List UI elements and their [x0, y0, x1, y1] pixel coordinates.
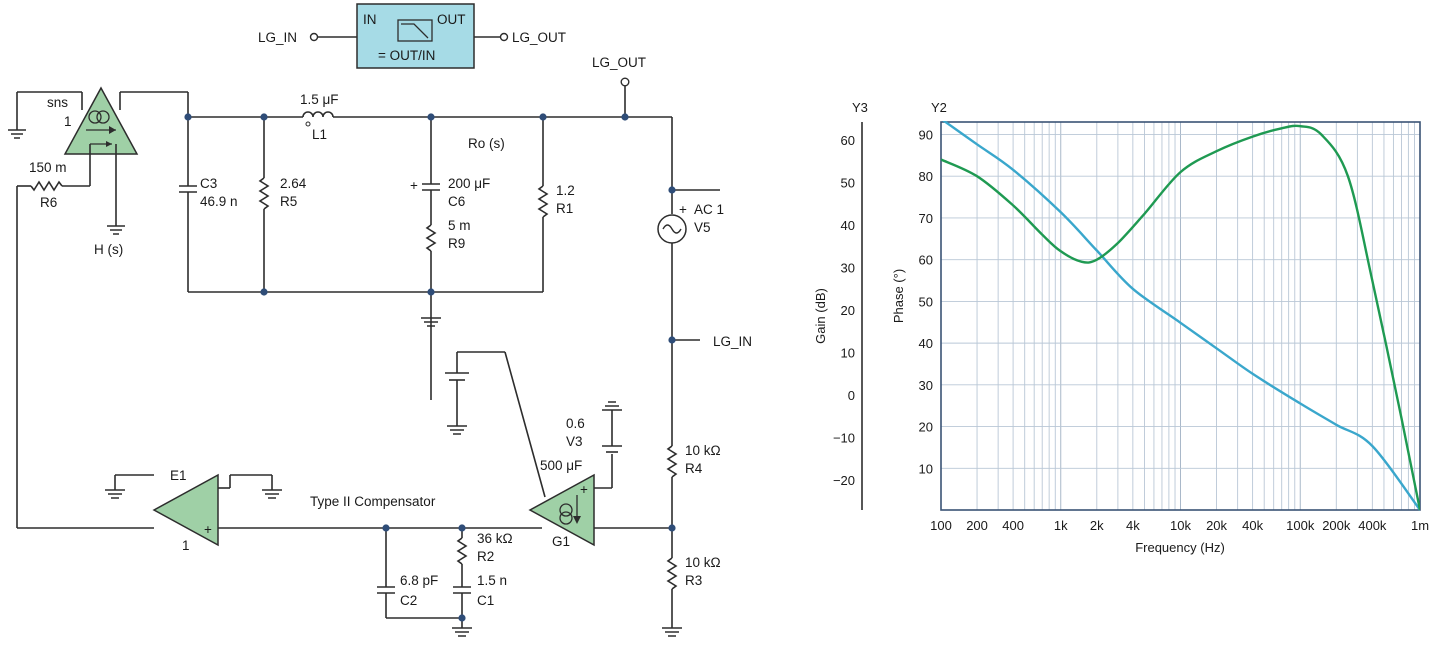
r2-value: 36 kΩ: [477, 531, 513, 546]
x-tick-label: 400k: [1358, 518, 1387, 533]
phase-tick-label: 80: [919, 169, 933, 184]
x-tick-label: 1m: [1411, 518, 1429, 533]
gain-tick-label: 0: [848, 388, 855, 403]
block-out-port: OUT: [437, 12, 466, 27]
r4-value: 10 kΩ: [685, 443, 721, 458]
r6-value: 150 m: [29, 160, 67, 175]
gain-tick-label: −20: [833, 473, 855, 488]
v3-value: 0.6: [566, 416, 585, 431]
gain-axis-label: Gain (dB): [813, 288, 828, 344]
c1-name: C1: [477, 593, 494, 608]
plot-grid: [941, 122, 1420, 510]
phase-tick-label: 10: [919, 461, 933, 476]
plot-series: [941, 121, 1420, 511]
x-tick-label: 1k: [1054, 518, 1068, 533]
e1-gain: 1: [182, 538, 190, 553]
r1-name: R1: [556, 201, 573, 216]
r4-name: R4: [685, 461, 703, 476]
gain-tick-label: 10: [841, 346, 855, 361]
g1-plus: +: [580, 482, 588, 497]
phase-tick-label: 90: [919, 128, 933, 143]
block-lg-out-label: LG_OUT: [512, 30, 566, 45]
r5-name: R5: [280, 194, 297, 209]
x-tick-label: 2k: [1090, 518, 1104, 533]
v5-name: V5: [694, 220, 711, 235]
r6-name: R6: [40, 195, 57, 210]
r9-name: R9: [448, 236, 465, 251]
lg-in-label: LG_IN: [713, 334, 752, 349]
g1-name: G1: [552, 534, 570, 549]
hs-label: H (s): [94, 242, 123, 257]
gain-tick-label: 40: [841, 218, 855, 233]
e1-plus: +: [204, 522, 212, 537]
transfer-function-block: IN OUT = OUT/IN LG_IN LG_OUT: [258, 3, 566, 69]
c3-value: 46.9 n: [200, 194, 238, 209]
plot-frame: [940, 121, 1421, 511]
phase-axis-label: Phase (°): [891, 269, 906, 323]
c3-name: C3: [200, 176, 217, 191]
c2-value: 6.8 pF: [400, 573, 438, 588]
block-formula: = OUT/IN: [378, 48, 435, 63]
phase-tick-label: 40: [919, 336, 933, 351]
gain-axis-id: Y3: [852, 100, 868, 115]
c6-name: C6: [448, 194, 465, 209]
phase-tick-label: 70: [919, 211, 933, 226]
r3-name: R3: [685, 573, 702, 588]
x-tick-label: 10k: [1170, 518, 1191, 533]
x-tick-label: 40k: [1242, 518, 1263, 533]
e1-name: E1: [170, 468, 187, 483]
v3-name: V3: [566, 434, 583, 449]
block-in-port: IN: [363, 12, 377, 27]
g1-value: 500 μF: [540, 458, 582, 473]
v5-plus: +: [679, 202, 687, 217]
phase-tick-label: 20: [919, 420, 933, 435]
lg-out-label: LG_OUT: [592, 55, 646, 70]
gain-tick-label: 50: [841, 176, 855, 191]
x-tick-label: 20k: [1206, 518, 1227, 533]
gain-tick-label: 60: [841, 133, 855, 148]
r9-value: 5 m: [448, 218, 471, 233]
c6-plus: +: [410, 178, 418, 193]
l1-name: L1: [312, 127, 327, 142]
ro-label: Ro (s): [468, 136, 505, 151]
sns-gain: 1: [64, 114, 72, 129]
r5-value: 2.64: [280, 176, 307, 191]
x-axis-label: Frequency (Hz): [1135, 540, 1225, 555]
x-tick-label: 200k: [1322, 518, 1351, 533]
x-tick-label: 4k: [1126, 518, 1140, 533]
r1-value: 1.2: [556, 183, 575, 198]
x-tick-label: 200: [966, 518, 988, 533]
v5-value: AC 1: [694, 202, 724, 217]
sns-label: sns: [47, 95, 68, 110]
phase-tick-label: 60: [919, 253, 933, 268]
phase-tick-label: 30: [919, 378, 933, 393]
phase-axis-id: Y2: [931, 100, 947, 115]
compensator-label: Type II Compensator: [310, 494, 436, 509]
gain-tick-label: 30: [841, 261, 855, 276]
x-tick-label: 400: [1002, 518, 1024, 533]
gain-tick-label: −10: [833, 431, 855, 446]
gain-curve: [942, 121, 1420, 511]
r3-value: 10 kΩ: [685, 555, 721, 570]
phase-tick-label: 50: [919, 294, 933, 309]
l1-value: 1.5 μF: [300, 92, 339, 107]
phase-curve: [941, 124, 1420, 511]
c1-value: 1.5 n: [477, 573, 507, 588]
c6-value: 200 μF: [448, 176, 490, 191]
gain-tick-label: 20: [841, 303, 855, 318]
x-tick-label: 100: [930, 518, 952, 533]
c2-name: C2: [400, 593, 417, 608]
block-lg-in-label: LG_IN: [258, 30, 297, 45]
x-tick-label: 100k: [1286, 518, 1315, 533]
schematic: LG_OUT LG_IN sns 1 150 m R6 H (s) 1.5 μF…: [8, 55, 752, 637]
r2-name: R2: [477, 549, 494, 564]
